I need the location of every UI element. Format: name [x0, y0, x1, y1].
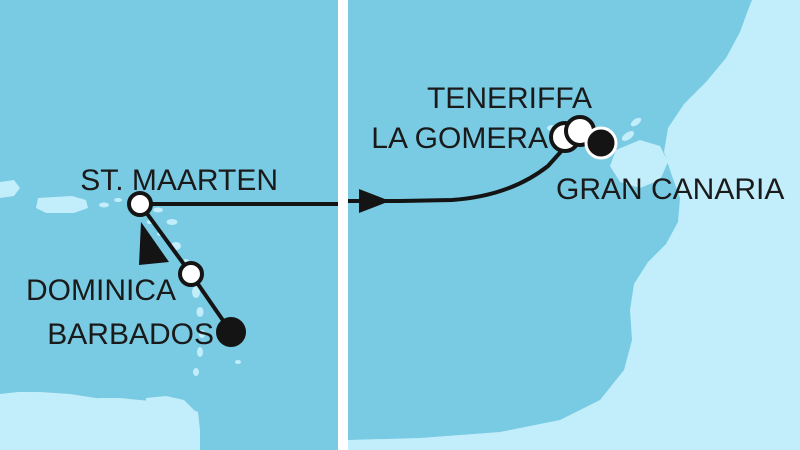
caribbean-map-svg: ST. MAARTEN DOMINICA BARBADOS	[0, 0, 338, 450]
port-label-st-maarten: ST. MAARTEN	[80, 164, 278, 197]
land-virgin-islands	[99, 202, 109, 208]
route-leg-dominica-st-maarten	[138, 202, 193, 276]
route-arrow-east	[359, 189, 390, 213]
ocean-background	[0, 0, 338, 450]
land-lanzarote	[630, 117, 642, 127]
land-tobago	[235, 360, 241, 364]
port-label-gran-canaria: GRAN CANARIA	[556, 173, 784, 206]
land-grenada	[193, 368, 199, 376]
port-label-la-gomera: LA GOMERA	[371, 122, 548, 155]
land-antigua	[166, 219, 178, 225]
land-st-lucia	[196, 307, 204, 317]
map-panel-canaries: TENERIFFA LA GOMERA GRAN CANARIA	[348, 0, 800, 450]
land-venezuela-coast	[0, 392, 124, 440]
port-marker-gran-canaria[interactable]	[584, 126, 618, 160]
port-label-teneriffa: TENERIFFA	[427, 82, 592, 115]
land-fuerteventura	[621, 131, 635, 141]
land-anguilla	[114, 198, 122, 202]
port-label-dominica: DOMINICA	[26, 274, 176, 307]
land-barbuda	[153, 207, 163, 213]
port-label-barbados: BARBADOS	[47, 318, 214, 351]
port-marker-barbados[interactable]	[216, 317, 246, 347]
land-peninsula-paria	[146, 396, 194, 422]
land-martinique	[192, 286, 200, 298]
route-leg-transatlantic	[348, 144, 568, 203]
land-grenadines	[197, 347, 203, 357]
port-marker-dominica[interactable]	[178, 261, 204, 287]
route-arrow-northwest	[139, 222, 169, 265]
land-african-coast	[348, 0, 800, 450]
land-puerto-rico	[36, 196, 88, 213]
land-hispaniola	[0, 180, 20, 198]
port-marker-st-maarten[interactable]	[127, 191, 153, 217]
canaries-map-svg: TENERIFFA LA GOMERA GRAN CANARIA	[348, 0, 800, 450]
land-coast-inlet	[610, 140, 668, 188]
panel-divider	[338, 0, 348, 450]
land-st-vincent	[199, 330, 205, 338]
map-panel-caribbean: ST. MAARTEN DOMINICA BARBADOS	[0, 0, 338, 450]
